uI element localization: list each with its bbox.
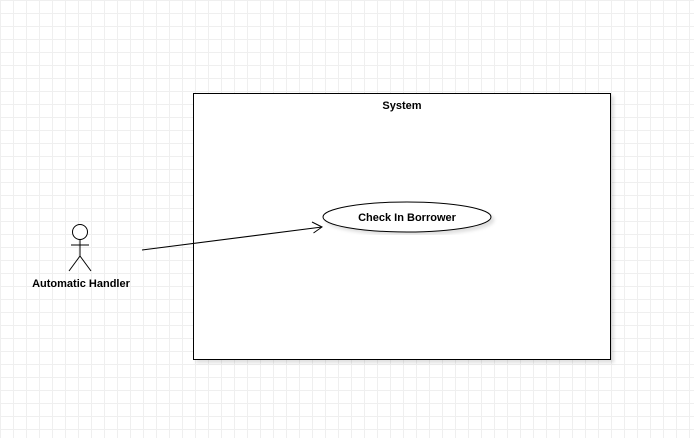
use-case-check-in-borrower[interactable]: Check In Borrower [322, 201, 492, 233]
system-boundary-title: System [382, 100, 421, 112]
stick-figure-icon [68, 224, 92, 272]
association-arrow[interactable] [141, 221, 323, 251]
use-case-label: Check In Borrower [358, 212, 457, 224]
actor-automatic-handler[interactable]: Automatic Handler [32, 224, 131, 291]
actor-label: Automatic Handler [32, 278, 131, 290]
